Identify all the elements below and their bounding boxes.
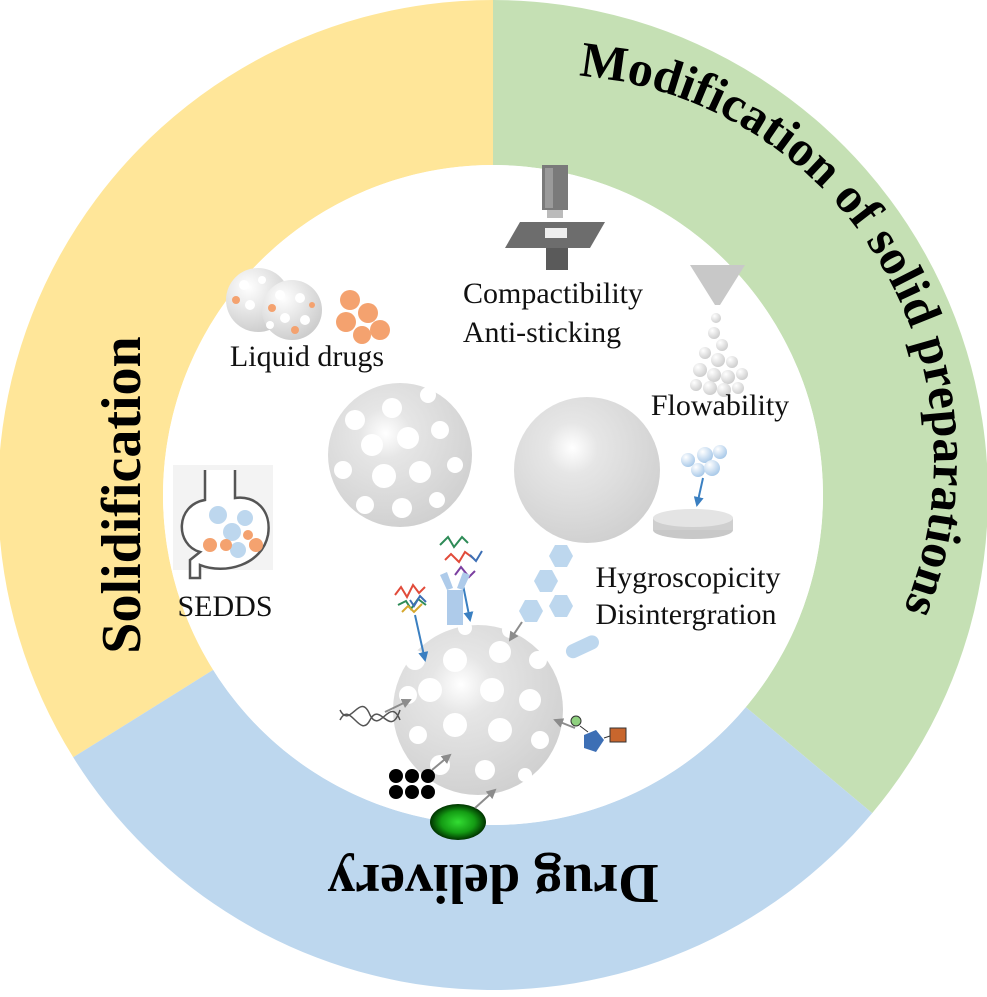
funnel-icon bbox=[690, 265, 748, 397]
label-flowability: Flowability bbox=[651, 389, 789, 422]
arrow-protein-2 bbox=[462, 584, 474, 622]
arrow-nanoparticle bbox=[431, 753, 452, 771]
protein-icon-2 bbox=[439, 535, 483, 579]
arrow-dna bbox=[384, 698, 412, 713]
segment-title-delivery: Drug delivery bbox=[327, 852, 658, 914]
protein-icon bbox=[394, 583, 427, 614]
label-hygroscopicity: Hygroscopicity bbox=[596, 561, 781, 594]
hexagon-molecule-icon bbox=[519, 545, 573, 622]
orange-drug-particles-icon bbox=[336, 290, 390, 344]
label-sedds: SEDDS bbox=[177, 590, 272, 623]
porous-sphere-icon bbox=[328, 383, 472, 527]
arrow-particles-to-tablet bbox=[693, 477, 704, 507]
arrow-protein-1 bbox=[414, 614, 429, 662]
label-liquid-drugs: Liquid drugs bbox=[230, 340, 384, 373]
label-disintegration: Disintergration bbox=[595, 598, 776, 631]
antibody-icon bbox=[440, 572, 470, 625]
segment-title-solidification: Solidification bbox=[91, 336, 153, 653]
fluorescent-cell-icon bbox=[430, 804, 486, 840]
segment-modification bbox=[493, 0, 987, 814]
dna-icon bbox=[339, 705, 401, 727]
arrow-glycan bbox=[553, 718, 576, 729]
nanoparticle-cluster-icon bbox=[389, 769, 435, 799]
glycan-icon bbox=[570, 715, 627, 752]
rod-particle-icon bbox=[565, 635, 599, 659]
label-anti-sticking: Anti-sticking bbox=[463, 316, 621, 349]
inner-white-disc bbox=[163, 165, 823, 825]
arrow-cell bbox=[474, 788, 497, 809]
blue-particles-icon bbox=[681, 445, 727, 477]
smooth-sphere-icon bbox=[514, 397, 660, 543]
tablet-icon bbox=[653, 509, 733, 539]
delivery-carrier-sphere-icon bbox=[393, 621, 563, 795]
arrow-hexagon bbox=[508, 621, 523, 642]
segment-solidification bbox=[0, 0, 493, 758]
punch-die-icon bbox=[505, 165, 605, 270]
label-compactibility: Compactibility bbox=[463, 277, 643, 310]
stomach-icon bbox=[173, 465, 273, 580]
liquid-drug-spheres-icon bbox=[226, 268, 322, 340]
